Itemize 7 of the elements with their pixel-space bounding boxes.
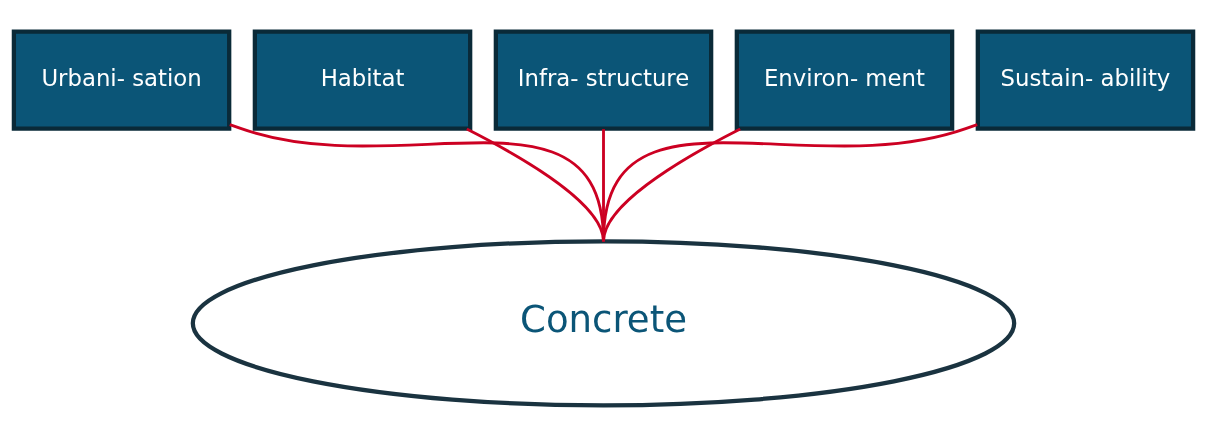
connector [602,122,978,241]
node-box: Sustain- ability [975,29,1196,131]
node-box: Habitat [252,29,473,131]
node-box: Environ- ment [734,29,955,131]
node-ellipse: Concrete [190,238,1017,407]
node-box: Urbani- sation [11,29,232,131]
node-box: Infra- structure [493,29,714,131]
